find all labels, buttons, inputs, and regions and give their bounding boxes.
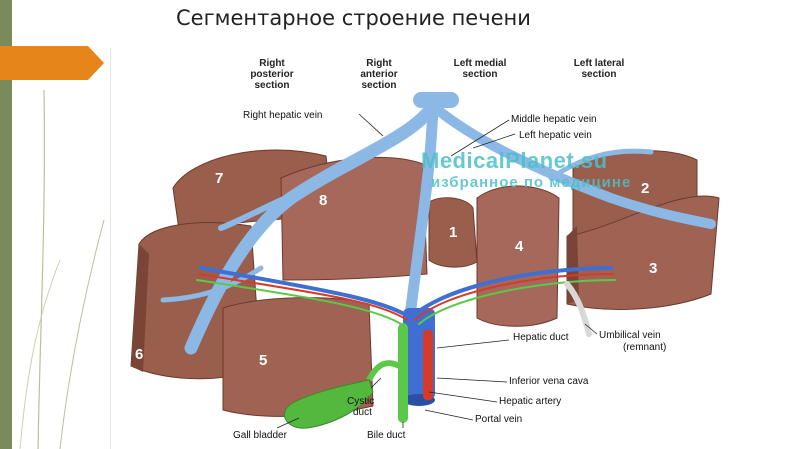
umbilical-vein-graphic [564,281,592,337]
label-cystic-duct-line2: duct [353,407,372,418]
segment-1: 1 [449,224,458,241]
label-middle-hepatic-vein: Middle hepatic vein [511,114,597,125]
label-left-hepatic-vein: Left hepatic vein [519,130,592,141]
gall-bladder-graphic [284,379,374,429]
segment-5: 5 [259,352,268,369]
watermark-line1: MedicalPlanet.su [421,148,608,173]
label-cystic-duct-line1: Cystic [347,396,375,407]
label-portal-vein: Portal vein [475,414,523,425]
section-left-medial: Left medial section [453,58,507,80]
hepatic-artery-graphic [423,330,433,400]
segment-7: 7 [215,170,224,187]
segment-2: 2 [641,180,650,197]
label-inferior-vena-cava: Inferior vena cava [509,376,589,387]
segment-4: 4 [515,238,524,255]
label-gall-bladder: Gall bladder [233,430,287,441]
label-bile-duct: Bile duct [367,430,406,441]
label-umbilical-vein: Umbilical vein [599,330,661,341]
label-right-hepatic-vein: Right hepatic vein [243,110,323,121]
segment-3: 3 [649,260,658,277]
liver-segment-diagram: Right posterior section Right anterior s… [110,48,721,449]
segment-6: 6 [135,346,144,363]
section-right-anterior: Right anterior section [360,58,398,91]
liver-illustration [130,92,720,429]
section-right-posterior: Right posterior section [250,58,294,91]
left-accent-strip [0,0,12,449]
label-umbilical-remnant: (remnant) [623,342,667,353]
label-hepatic-artery: Hepatic artery [499,396,562,407]
liver-segments-graphic [130,149,720,417]
segment-8: 8 [319,192,328,209]
label-hepatic-duct: Hepatic duct [513,332,569,343]
portal-triad-graphic [196,266,616,325]
decorative-lines [19,89,105,449]
slide-title: Сегментарное строение печени [176,6,531,30]
hepatic-veins-graphic [160,92,716,355]
cystic-duct-graphic [366,360,405,382]
orange-arrow-shape [0,46,104,80]
leader-lines [276,113,598,429]
watermark-line2: избранное по медицине [431,174,632,191]
section-left-lateral: Left lateral section [573,58,625,80]
